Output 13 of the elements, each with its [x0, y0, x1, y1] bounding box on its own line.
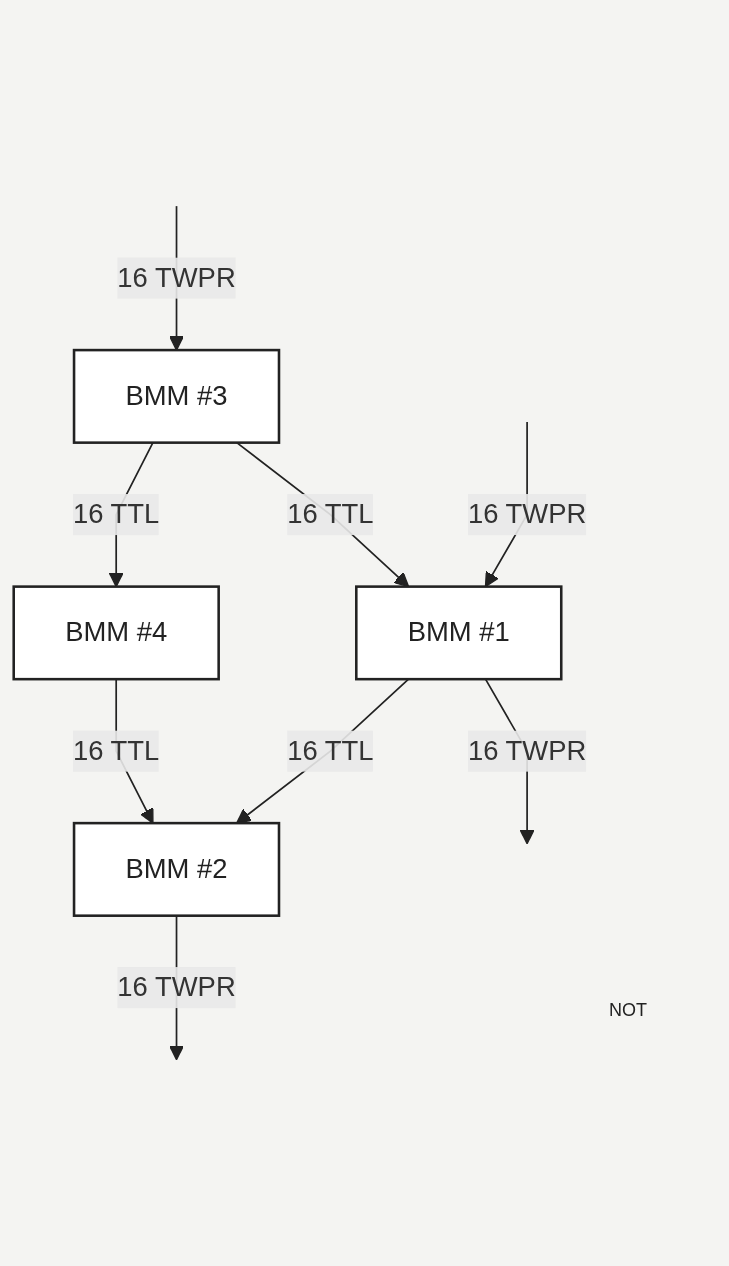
edge-label: 16 TTL: [287, 735, 374, 765]
node-box: BMM #2: [72, 821, 281, 918]
node-box: BMM #1: [355, 585, 563, 681]
node-box: BMM #4: [12, 585, 220, 681]
edge-label: 16 TWPR: [117, 972, 236, 1002]
note-text: NOT: [609, 1000, 648, 1021]
edge-label: 16 TWPR: [117, 262, 236, 292]
edge-label: 16 TTL: [72, 499, 160, 529]
edge-label: 16 TWPR: [467, 499, 587, 529]
edge-label: 16 TWPR: [467, 735, 587, 765]
node-box: BMM #3: [72, 348, 281, 445]
edge-label: 16 TTL: [72, 735, 160, 765]
edge-label: 16 TTL: [287, 499, 374, 529]
